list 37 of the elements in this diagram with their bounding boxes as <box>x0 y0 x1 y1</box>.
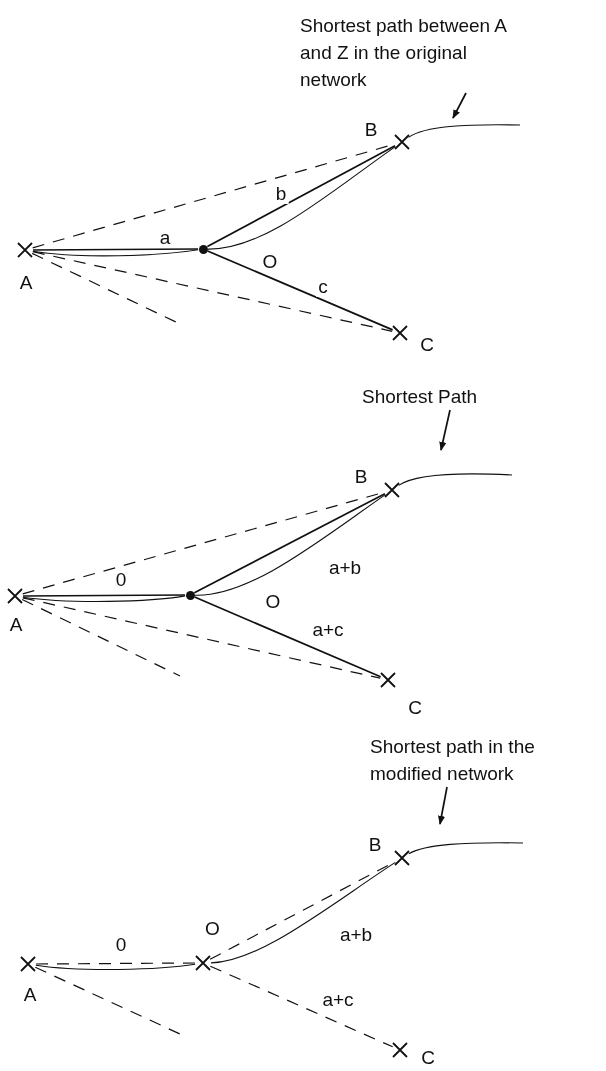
network-link <box>193 596 382 678</box>
network-link <box>206 250 394 331</box>
node-label: B <box>364 119 378 141</box>
dashed-line <box>34 966 181 1035</box>
path-curve <box>35 963 196 971</box>
node-label: A <box>19 272 33 294</box>
path-curve <box>408 842 524 855</box>
annotation-text: Shortest Path <box>362 386 478 407</box>
node-label: B <box>368 834 382 856</box>
leader-line <box>439 409 451 451</box>
junction-dot <box>198 244 208 254</box>
leader-line <box>437 786 448 825</box>
annotation-text: Shortest path between A and Z in the original network <box>300 15 506 90</box>
node-label: C <box>421 1047 435 1069</box>
node-label: O <box>265 591 281 613</box>
dashed-line <box>32 251 393 332</box>
path-curve <box>398 473 513 486</box>
path-curve <box>408 124 521 138</box>
dashed-line <box>31 252 179 324</box>
dashed-line <box>21 598 181 677</box>
node-label: O <box>262 251 278 273</box>
node-label: C <box>420 334 434 356</box>
dashed-line <box>209 965 394 1048</box>
node-label: A <box>23 984 37 1006</box>
node-label: O <box>205 918 219 940</box>
node-label: B <box>354 466 368 488</box>
dashed-line <box>22 597 381 679</box>
path-curve <box>32 249 199 257</box>
dashed-line <box>35 962 196 965</box>
leader-line <box>452 92 467 119</box>
network-link <box>32 248 199 251</box>
annotation-text: Shortest path in the modified network <box>370 736 535 784</box>
node-label: A <box>9 614 23 636</box>
network-link <box>22 594 186 597</box>
junction-dot <box>185 590 195 600</box>
node-label: C <box>408 697 422 719</box>
path-curve <box>22 595 186 602</box>
